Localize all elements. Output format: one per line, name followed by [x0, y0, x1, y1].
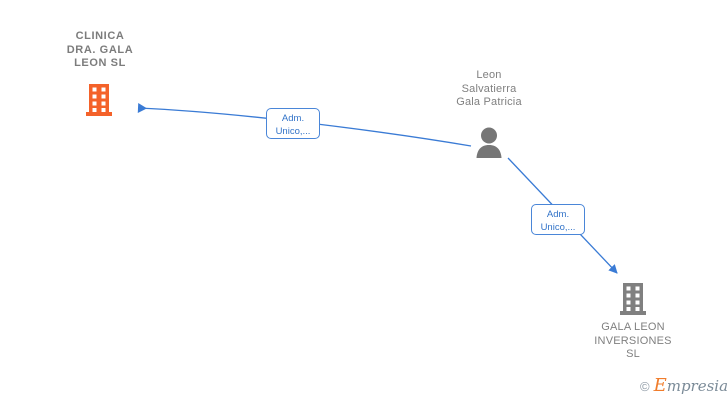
- copyright-icon: ©: [640, 378, 650, 394]
- building-icon: [86, 84, 112, 116]
- node-clinica-label: CLINICA DRA. GALA LEON SL: [66, 30, 134, 69]
- brand-initial: E: [653, 375, 667, 396]
- node-gala-leon-inversiones-label: GALA LEON INVERSIONES SL: [594, 321, 672, 360]
- person-icon: [475, 127, 503, 158]
- edge-label-adm-unico-clinica[interactable]: Adm. Unico,...: [266, 108, 320, 139]
- watermark-empresia: © Empresia: [640, 375, 728, 396]
- node-person-label: Leon Salvatierra Gala Patricia: [456, 69, 522, 108]
- edge-label-adm-unico-inversiones[interactable]: Adm. Unico,...: [531, 204, 585, 235]
- brand-logo: Empresia: [653, 375, 728, 396]
- brand-rest: mpresia: [666, 377, 728, 395]
- building-icon: [620, 283, 646, 315]
